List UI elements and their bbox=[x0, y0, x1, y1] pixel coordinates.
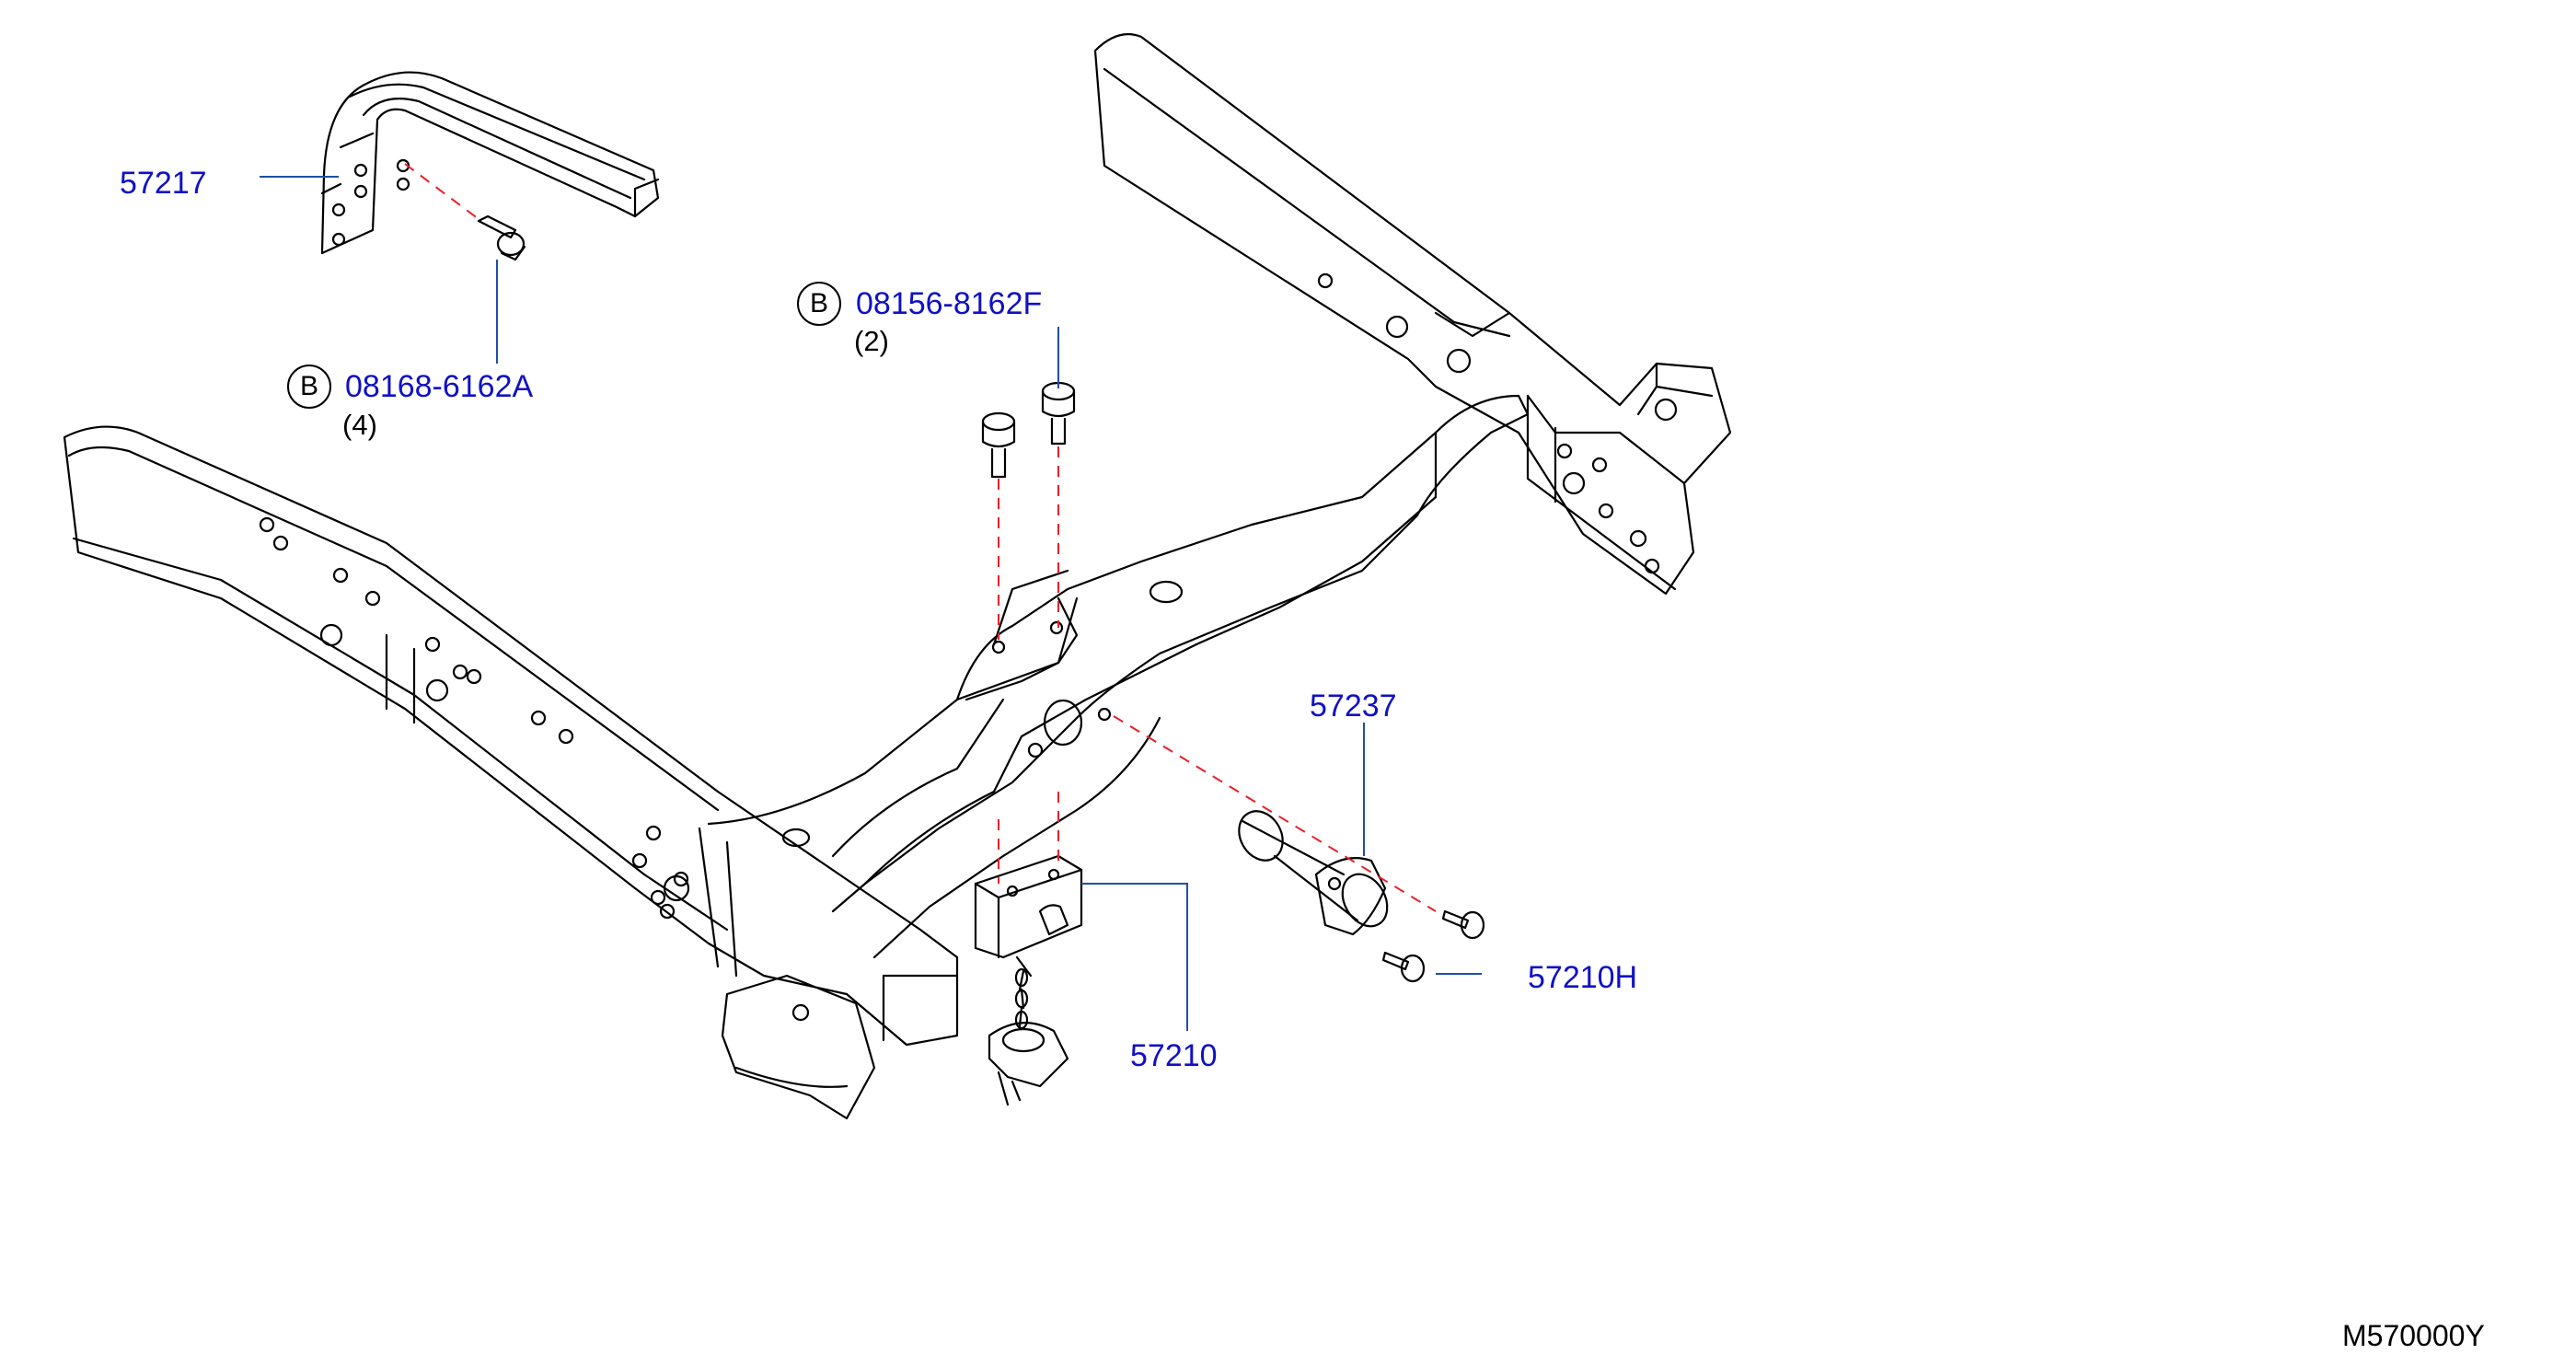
bracket-57217 bbox=[320, 71, 660, 255]
bolt-08168-6162a-icon bbox=[477, 214, 526, 261]
label-57237: 57237 bbox=[1310, 689, 1397, 724]
label-57217: 57217 bbox=[120, 166, 207, 201]
frame-crossmember bbox=[707, 394, 1530, 959]
label-08156-8162f: 08156-8162F bbox=[856, 286, 1043, 321]
figure-code: M570000Y bbox=[2342, 1319, 2485, 1352]
bolt-b-symbol: B bbox=[797, 282, 841, 326]
label-08168-6162a: 08168-6162A bbox=[345, 369, 534, 404]
dashed-alignment-lines bbox=[404, 163, 1437, 912]
spare-tire-hoist-57210 bbox=[974, 854, 1083, 1106]
bolt-a-symbol: B bbox=[287, 365, 331, 409]
bolt-08156-8162f-right-icon bbox=[1041, 381, 1076, 446]
frame-left-rail bbox=[63, 425, 959, 1120]
qty-bolt-a: (4) bbox=[342, 409, 377, 441]
screw-57210h-lower-icon bbox=[1381, 951, 1426, 983]
label-57210h: 57210H bbox=[1528, 960, 1638, 995]
label-57210: 57210 bbox=[1130, 1038, 1218, 1073]
rail-holes bbox=[259, 516, 690, 920]
frame-right-rail bbox=[1093, 33, 1732, 596]
guide-tube-57237 bbox=[1238, 810, 1389, 936]
leader-lines bbox=[260, 176, 1482, 1031]
screw-57210h-upper-icon bbox=[1441, 909, 1485, 940]
bolt-08156-8162f-left-icon bbox=[981, 411, 1016, 479]
qty-bolt-b: (2) bbox=[854, 325, 889, 357]
